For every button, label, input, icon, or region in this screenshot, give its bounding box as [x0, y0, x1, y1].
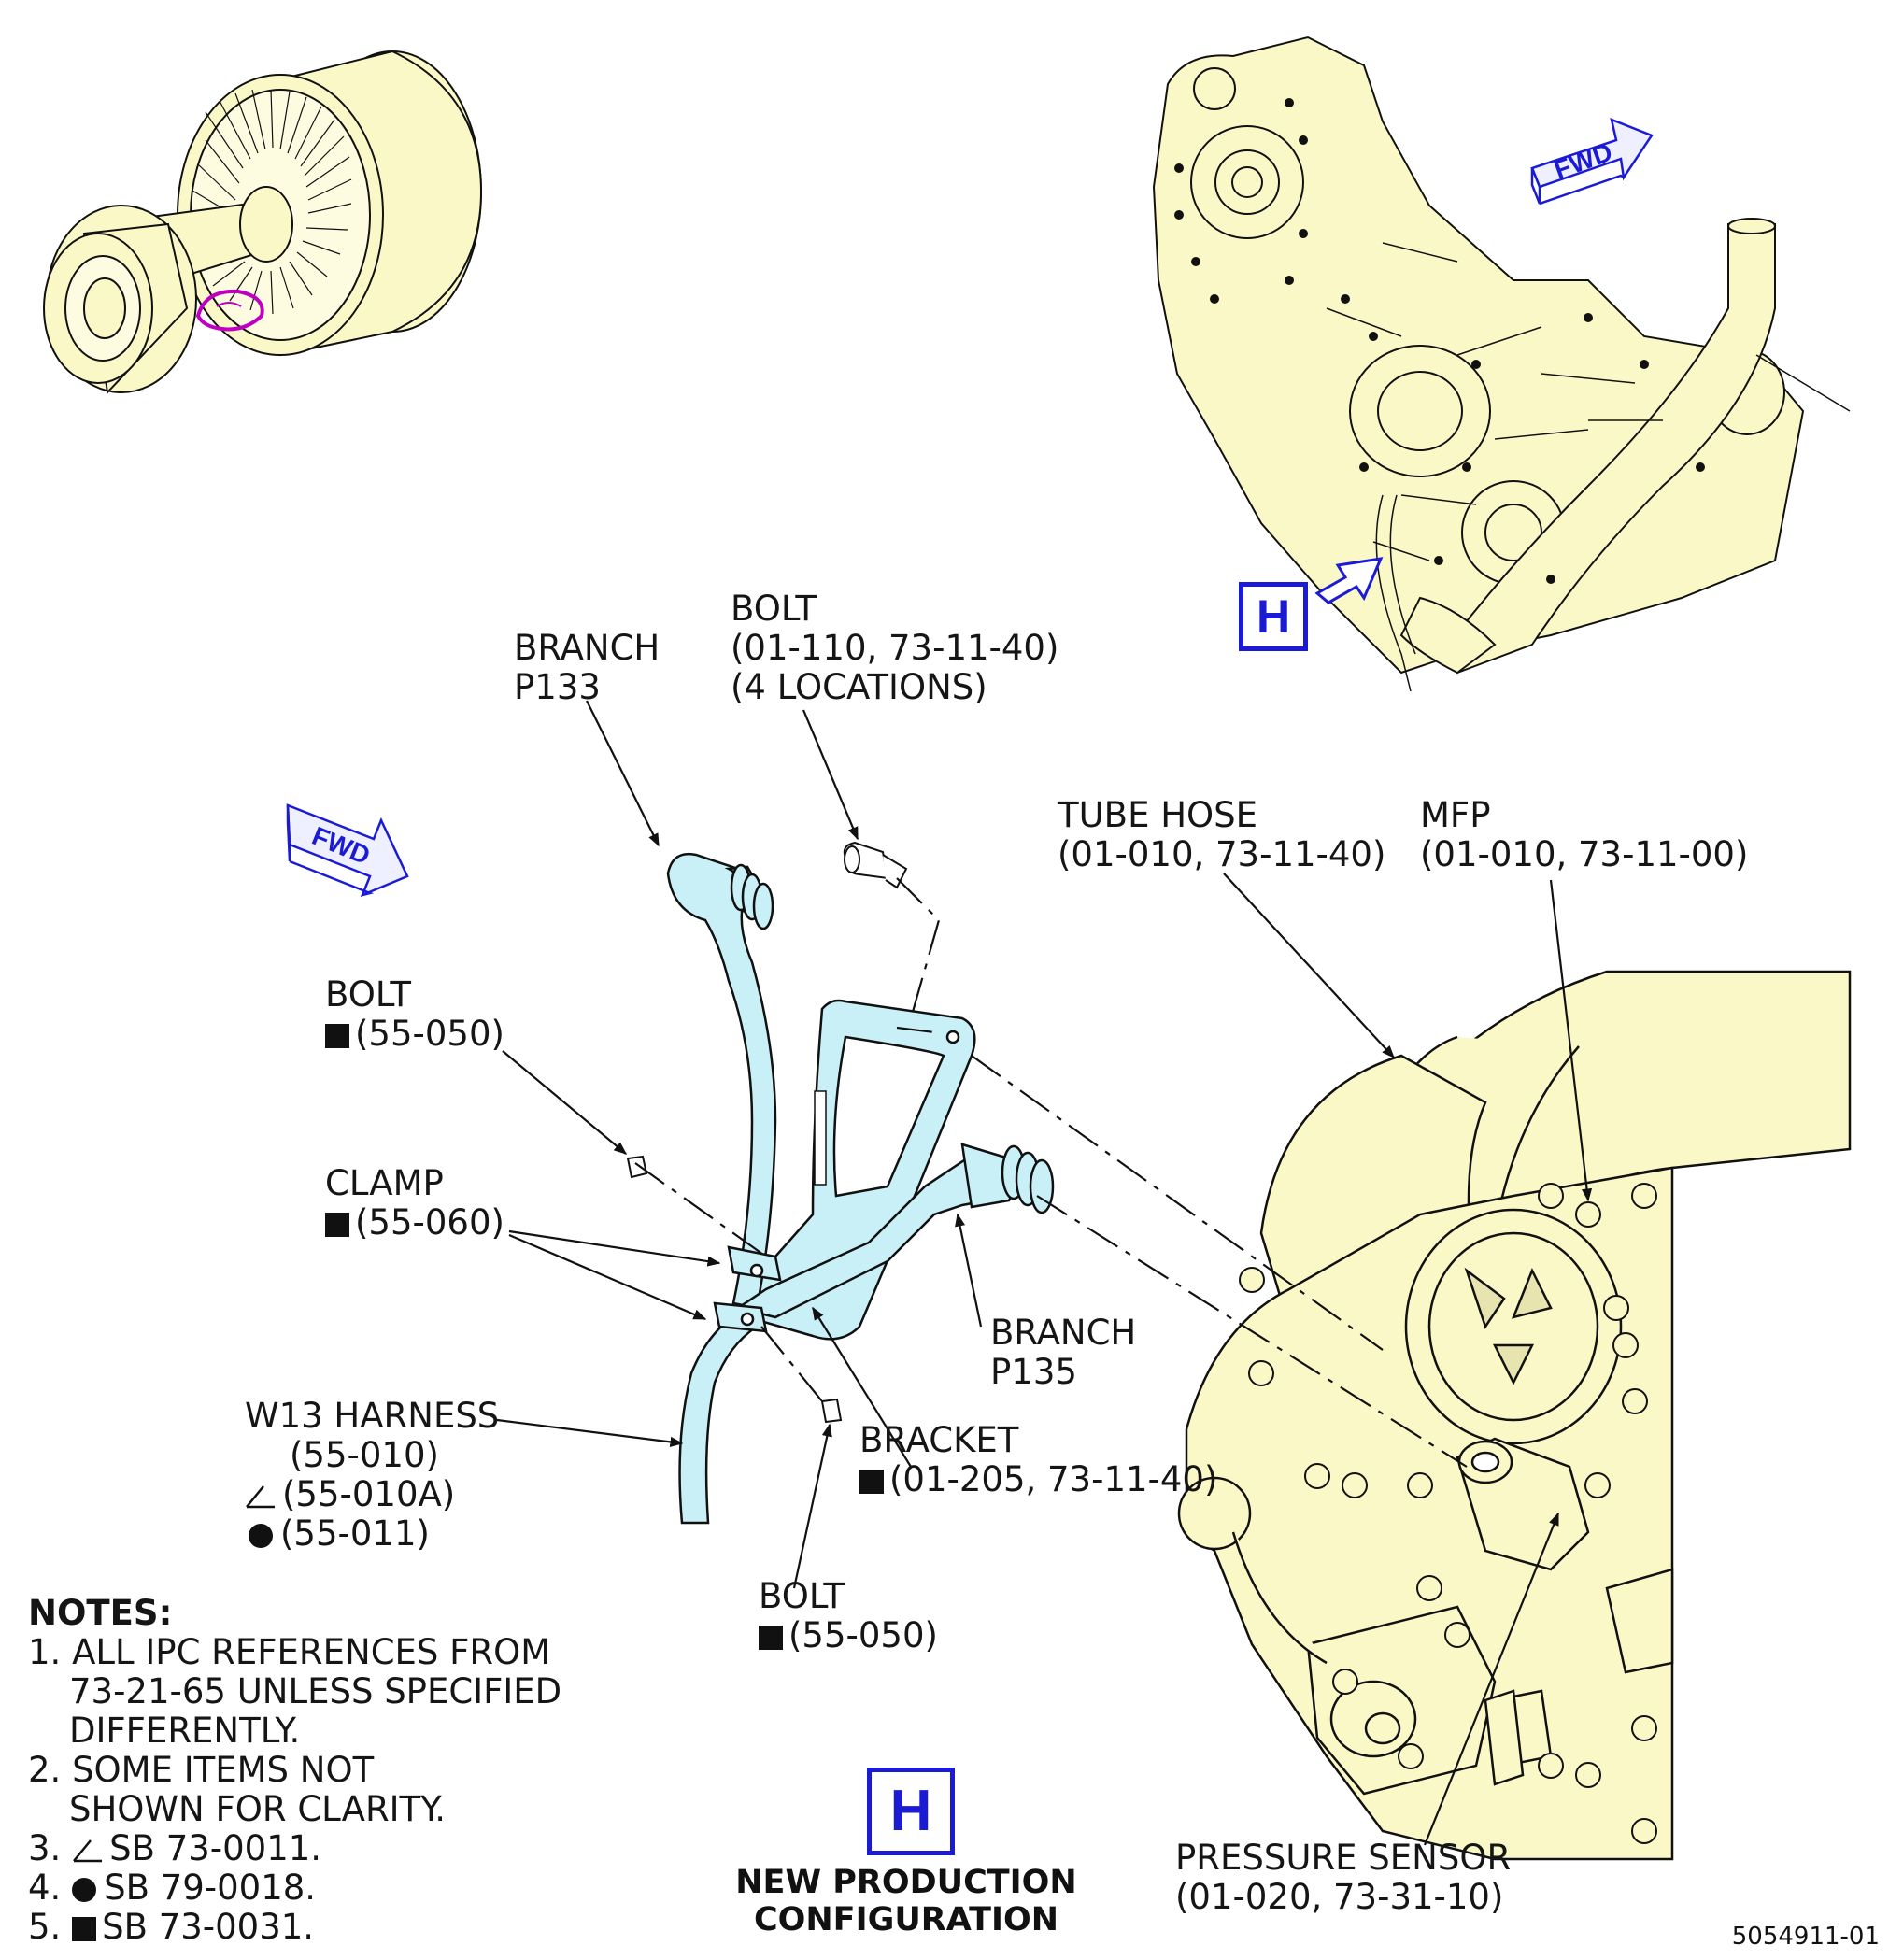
note-2-line2: SHOWN FOR CLARITY.: [69, 1789, 447, 1829]
callout-pressure-sensor: PRESSURE SENSOR (01-020, 73-31-10): [1175, 1839, 1511, 1917]
bolt-glyphs: [626, 841, 908, 1424]
callout-clamp-line2: (55-060): [355, 1202, 504, 1243]
caption-line2: CONFIGURATION: [753, 1901, 1059, 1939]
callout-bracket-line2: (01-205, 73-11-40): [889, 1459, 1218, 1499]
callout-pressure-sensor-line1: PRESSURE SENSOR: [1175, 1838, 1512, 1878]
callout-bolt-top-line1: BOLT: [731, 589, 817, 629]
view-h-arrow: [1314, 557, 1384, 604]
callout-clamp-line1: CLAMP: [325, 1163, 444, 1203]
callout-branch-p135-line2: P135: [990, 1352, 1077, 1392]
callout-bolt-top: BOLT (01-110, 73-11-40) (4 LOCATIONS): [731, 589, 1058, 707]
document-number: 5054911-01: [1731, 1923, 1880, 1951]
engine-top-right-view: [1152, 36, 1851, 692]
callout-bolt-top-line2: (01-110, 73-11-40): [731, 628, 1059, 668]
callout-mfp: MFP (01-010, 73-11-00): [1420, 796, 1748, 874]
callout-bolt-left-line2: (55-050): [355, 1014, 504, 1054]
square-symbol: [325, 1024, 349, 1048]
square-symbol: [859, 1470, 884, 1494]
callout-mfp-line1: MFP: [1420, 795, 1491, 835]
notes-title: NOTES:: [28, 1593, 173, 1633]
callout-w13-harness-line2: (55-010): [290, 1435, 439, 1475]
callout-bracket: BRACKET (01-205, 73-11-40): [859, 1421, 1217, 1499]
callout-mfp-line2: (01-010, 73-11-00): [1420, 834, 1749, 874]
note-5-number: 5.: [28, 1907, 62, 1947]
note-2-line1: 2. SOME ITEMS NOT: [28, 1750, 375, 1790]
square-symbol: [759, 1626, 783, 1650]
callout-branch-p133-line2: P133: [514, 667, 601, 707]
fwd-arrow-top: FWD: [1530, 117, 1654, 206]
callout-w13-harness-line3: (55-010A): [282, 1474, 456, 1514]
callout-bolt-top-line3: (4 LOCATIONS): [731, 667, 987, 707]
triangle-symbol: [73, 1839, 103, 1863]
callout-branch-p135-line1: BRANCH: [990, 1313, 1137, 1353]
note-1-line3: DIFFERENTLY.: [69, 1711, 301, 1751]
engine-detail-view: [1177, 970, 1852, 1861]
square-symbol: [72, 1917, 97, 1941]
callout-bolt-bottom-line1: BOLT: [759, 1576, 845, 1616]
caption-line1: NEW PRODUCTION: [735, 1864, 1077, 1901]
square-symbol: [325, 1213, 349, 1237]
assembly-dash-lines: [634, 877, 1468, 1468]
callout-clamp: CLAMP (55-060): [325, 1164, 504, 1243]
dot-symbol: [72, 1878, 97, 1902]
callout-branch-p135: BRANCH P135: [990, 1314, 1136, 1392]
callout-pressure-sensor-line2: (01-020, 73-31-10): [1175, 1877, 1504, 1917]
callout-w13-harness: W13 HARNESS (55-010) (55-010A) (55-011): [245, 1397, 499, 1554]
callout-tube-hose-line2: (01-010, 73-11-40): [1058, 834, 1386, 874]
callout-w13-harness-line1: W13 HARNESS: [245, 1396, 500, 1436]
notes-block: NOTES: 1. ALL IPC REFERENCES FROM 73-21-…: [28, 1594, 561, 1947]
note-1-line1: 1. ALL IPC REFERENCES FROM: [28, 1632, 551, 1672]
fwd-arrow-center: FWD: [286, 803, 409, 898]
view-h-badge-bottom: H: [867, 1768, 955, 1855]
note-4-number: 4.: [28, 1868, 62, 1908]
note-5-text: SB 73-0031.: [102, 1907, 315, 1947]
callout-branch-p133-line1: BRANCH: [514, 628, 660, 668]
leader-lines: [496, 700, 1593, 1846]
callout-w13-harness-line4: (55-011): [280, 1513, 430, 1554]
callout-bolt-bottom-line2: (55-050): [788, 1615, 938, 1655]
callout-bolt-bottom: BOLT (55-050): [759, 1577, 938, 1655]
callout-branch-p133: BRANCH P133: [514, 629, 660, 707]
note-1-line2: 73-21-65 UNLESS SPECIFIED: [69, 1671, 562, 1711]
note-3-text: SB 73-0011.: [109, 1828, 322, 1868]
harness-assembly: [666, 852, 1055, 1525]
callout-bolt-left-line1: BOLT: [325, 974, 411, 1015]
note-4-text: SB 79-0018.: [104, 1868, 317, 1908]
callout-tube-hose: TUBE HOSE (01-010, 73-11-40): [1058, 796, 1385, 874]
callout-bracket-line1: BRACKET: [859, 1420, 1019, 1460]
triangle-symbol: [246, 1485, 275, 1509]
note-3-number: 3.: [28, 1828, 62, 1868]
view-caption: NEW PRODUCTION CONFIGURATION: [719, 1864, 1093, 1939]
fwd-label-top: FWD: [1550, 137, 1616, 185]
callout-tube-hose-line1: TUBE HOSE: [1058, 795, 1258, 835]
callout-bolt-left: BOLT (55-050): [325, 975, 504, 1054]
dot-symbol: [249, 1524, 273, 1548]
view-h-badge-top: H: [1239, 582, 1308, 651]
engine-locator-view: [43, 50, 483, 395]
